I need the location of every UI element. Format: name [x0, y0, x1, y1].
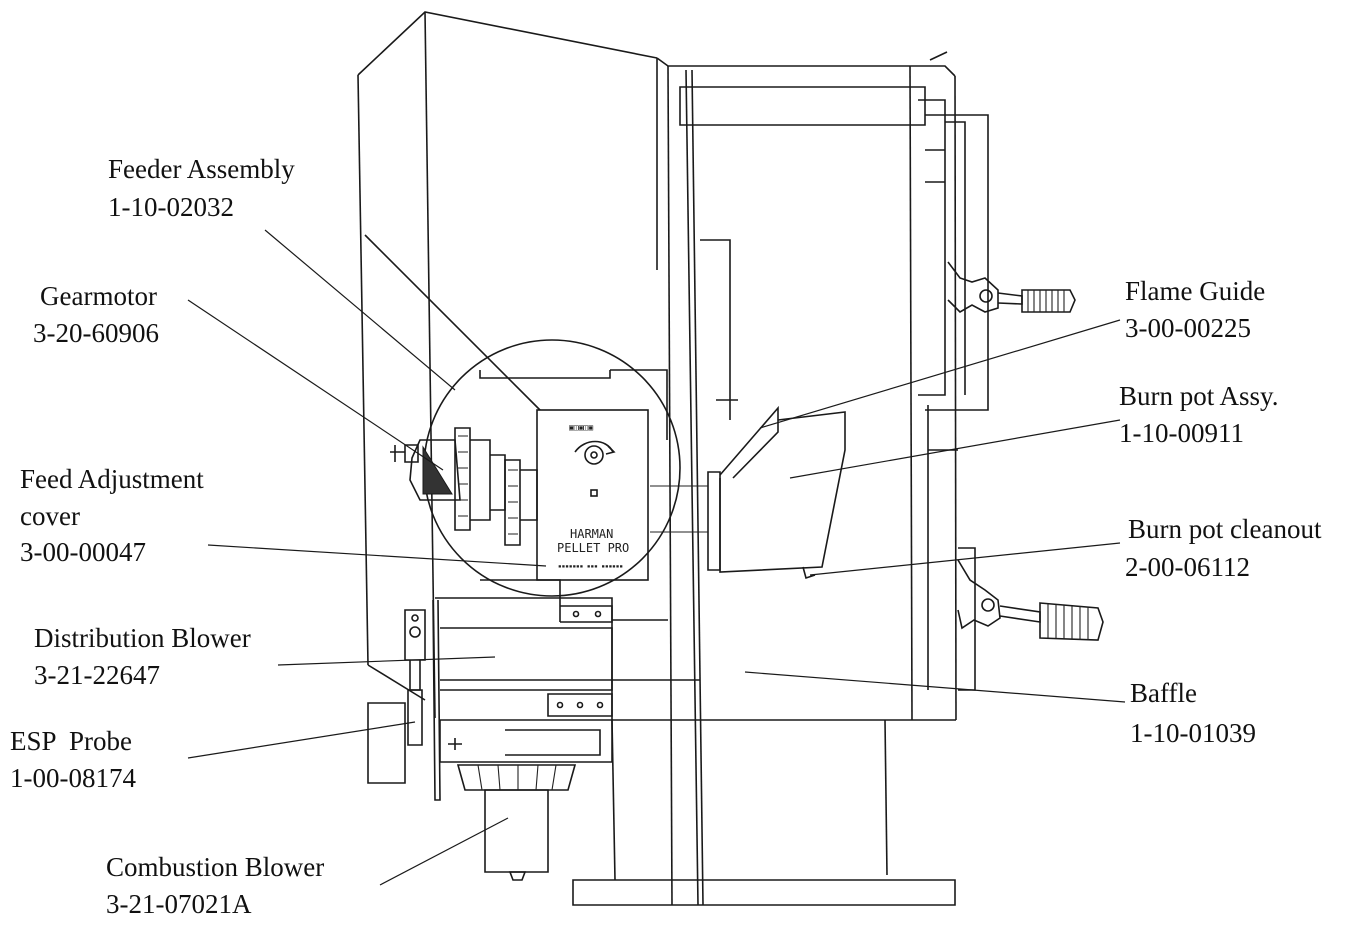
svg-text:▪▪▪▪▪▪▪ ▪▪▪ ▪▪▪▪▪▪: ▪▪▪▪▪▪▪ ▪▪▪ ▪▪▪▪▪▪ — [558, 563, 623, 570]
label-baffle: Baffle — [1130, 678, 1197, 708]
part-feeder-assembly: 1-10-02032 — [108, 192, 234, 222]
part-feed-adjustment-cover: 3-00-00047 — [20, 537, 146, 567]
leader-gearmotor — [187, 299, 444, 471]
leader-feeder-assembly — [264, 229, 456, 391]
combustion-blower-housing — [439, 719, 613, 881]
leader-feed-adjustment-cover — [207, 544, 547, 567]
stove-drawing: ▣◫▣◫▣ HARMAN PELLET PRO ▪▪▪▪▪▪▪ ▪▪▪ ▪▪▪▪… — [357, 11, 1104, 906]
part-baffle: 1-10-01039 — [1130, 718, 1256, 748]
door-assembly — [918, 99, 989, 691]
label-burn-pot-assy: Burn pot Assy. — [1119, 381, 1279, 411]
leader-lines — [187, 229, 1126, 886]
label-esp-probe: ESP Probe — [10, 726, 132, 756]
leader-baffle — [744, 671, 1126, 703]
leader-flame-guide — [759, 319, 1121, 429]
leader-burn-pot-cleanout — [809, 542, 1121, 576]
leader-combustion-blower — [379, 817, 509, 886]
gearmotor-mechanism — [390, 369, 668, 546]
label-gearmotor: Gearmotor — [40, 281, 157, 311]
upper-door-handle — [947, 261, 1076, 314]
label-feed-adjustment-cover: Feed Adjustment — [20, 464, 204, 494]
label-feed-adjustment-cover-2: cover — [20, 501, 80, 531]
part-esp-probe: 1-00-08174 — [10, 763, 136, 793]
part-distribution-blower: 3-21-22647 — [34, 660, 160, 690]
control-plate-model: PELLET PRO — [557, 541, 629, 555]
label-distribution-blower: Distribution Blower — [34, 623, 251, 653]
svg-text:▣◫▣◫▣: ▣◫▣◫▣ — [569, 423, 593, 432]
burn-pot — [650, 405, 846, 580]
leader-burn-pot-assy — [789, 419, 1121, 479]
main-cabinet — [572, 51, 957, 906]
part-burn-pot-cleanout: 2-00-06112 — [1125, 552, 1250, 582]
label-burn-pot-cleanout: Burn pot cleanout — [1128, 514, 1322, 544]
lower-door-handle — [957, 559, 1104, 641]
esp-probe-assembly — [367, 599, 441, 801]
label-combustion-blower: Combustion Blower — [106, 852, 324, 882]
control-plate-brand: HARMAN — [570, 527, 613, 541]
leader-esp-probe — [187, 721, 416, 759]
part-combustion-blower: 3-21-07021A — [106, 889, 252, 919]
part-flame-guide: 3-00-00225 — [1125, 313, 1251, 343]
part-burn-pot-assy: 1-10-00911 — [1119, 418, 1244, 448]
label-feeder-assembly: Feeder Assembly — [108, 154, 295, 184]
control-plate: ▣◫▣◫▣ HARMAN PELLET PRO ▪▪▪▪▪▪▪ ▪▪▪ ▪▪▪▪… — [536, 409, 649, 581]
distribution-blower-housing — [435, 579, 700, 720]
part-gearmotor: 3-20-60906 — [33, 318, 159, 348]
leader-distribution-blower — [277, 656, 496, 666]
callout-labels: Feeder Assembly 1-10-02032 Gearmotor 3-2… — [10, 154, 1322, 919]
label-flame-guide: Flame Guide — [1125, 276, 1265, 306]
